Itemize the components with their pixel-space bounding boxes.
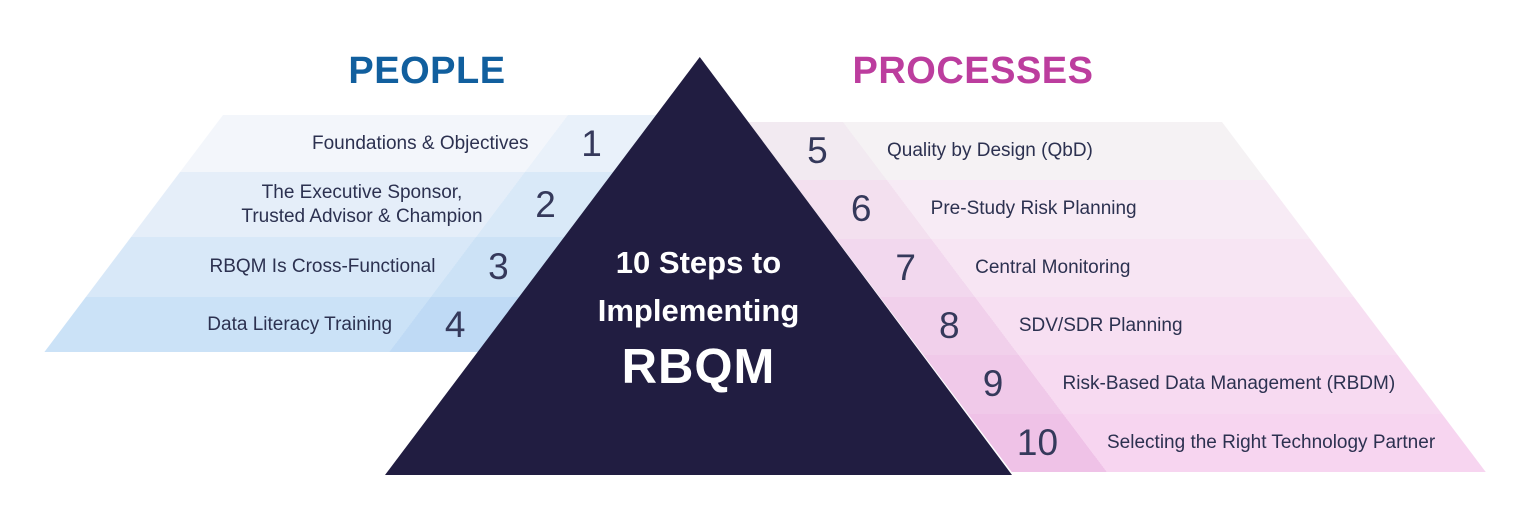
pyramid-title-line2: Implementing <box>597 293 800 328</box>
step-label-text: SDV/SDR Planning <box>1018 315 1183 337</box>
step-row-3: RBQM Is Cross-Functional 3 <box>85 237 567 297</box>
step-row-10: 10 Selecting the Right Technology Partne… <box>967 413 1486 472</box>
pyramid-title-line1: 10 Steps to <box>615 245 782 280</box>
step-label-text: Data Literacy Training <box>207 313 393 335</box>
step-row-2: The Executive Sponsor, Trusted Advisor &… <box>131 172 616 237</box>
step-label: SDV/SDR Planning <box>997 297 1376 355</box>
step-label: Data Literacy Training <box>65 297 410 352</box>
step-label: RBQM Is Cross-Functional <box>108 237 453 297</box>
step-row-1: Foundations & Objectives 1 <box>180 115 658 172</box>
step-row-6: 6 Pre-Study Risk Planning <box>791 180 1310 239</box>
step-row-8: 8 SDV/SDR Planning <box>879 296 1398 356</box>
step-label: Foundations & Objectives <box>202 115 547 172</box>
step-label: Quality by Design (QbD) <box>865 122 1244 180</box>
step-label-text: The Executive Sponsor, Trusted Advisor &… <box>241 181 483 227</box>
step-row-7: 7 Central Monitoring <box>835 238 1354 297</box>
step-label-text: Selecting the Right Technology Partner <box>1106 431 1435 453</box>
step-row-4: Data Literacy Training 4 <box>44 297 521 352</box>
step-label: Risk-Based Data Management (RBDM) <box>1041 355 1420 413</box>
step-label: Central Monitoring <box>953 239 1332 297</box>
step-row-9: 9 Risk-Based Data Management (RBDM) <box>923 355 1442 414</box>
step-number: 9 <box>982 363 1004 405</box>
people-heading: PEOPLE <box>348 50 506 92</box>
step-row-5: 5 Quality by Design (QbD) <box>748 122 1266 181</box>
step-number: 8 <box>939 305 960 347</box>
step-label: The Executive Sponsor, Trusted Advisor &… <box>156 172 501 237</box>
step-label: Selecting the Right Technology Partner <box>1085 414 1464 472</box>
processes-heading: PROCESSES <box>852 50 1094 92</box>
step-label-text: RBQM Is Cross-Functional <box>209 256 436 278</box>
step-label-text: Pre-Study Risk Planning <box>930 198 1137 220</box>
step-label: Pre-Study Risk Planning <box>909 180 1288 238</box>
pyramid-title: 10 Steps to Implementing RBQM <box>385 239 1012 399</box>
step-number: 10 <box>1016 421 1058 463</box>
pyramid-title-line3: RBQM <box>621 340 776 394</box>
step-label-text: Central Monitoring <box>974 256 1131 278</box>
step-label-text: Risk-Based Data Management (RBDM) <box>1062 373 1396 395</box>
step-label-text: Quality by Design (QbD) <box>886 140 1093 162</box>
step-label-text: Foundations & Objectives <box>312 132 529 154</box>
